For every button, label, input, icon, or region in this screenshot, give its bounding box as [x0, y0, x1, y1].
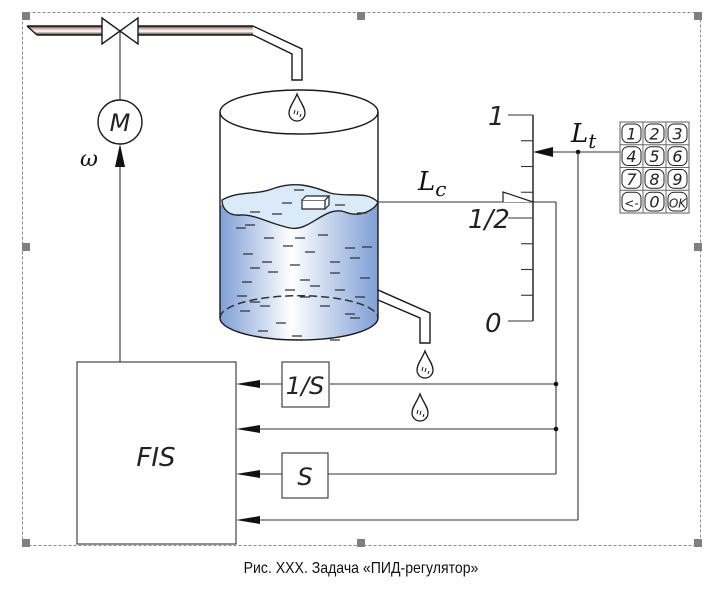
inflow-drop-icon: [288, 93, 306, 122]
keypad-key-label: 0: [649, 193, 659, 212]
keypad-key-label: 4: [626, 147, 636, 166]
keypad-key[interactable]: 5: [642, 144, 667, 168]
integrator-label: 1/S: [286, 372, 325, 400]
differentiator-block: S: [281, 452, 329, 499]
keypad-key-label: 5: [649, 147, 659, 166]
keypad-key-label: 8: [649, 170, 659, 189]
differentiator-label: S: [297, 463, 312, 491]
keypad-key-label: OK: [669, 197, 687, 211]
omega-label: ω: [80, 147, 98, 172]
fis-label: FIS: [136, 443, 175, 473]
figure-caption: Рис. XXX. Задача «ПИД-регулятор»: [243, 560, 479, 577]
signal-wires: [252, 152, 579, 521]
keypad-key[interactable]: 2: [642, 121, 667, 146]
keypad-key-label: 6: [672, 147, 682, 166]
selection-frame[interactable]: [22, 12, 702, 547]
outlet-pipe: [377, 289, 431, 344]
keypad-key-label: <-: [624, 197, 638, 211]
resize-handle-right[interactable]: [694, 243, 702, 251]
keypad-key[interactable]: 1: [619, 121, 644, 146]
keypad-key-label: 7: [626, 170, 637, 189]
target-level-label: Lt: [570, 119, 597, 153]
water-texture: [236, 189, 372, 341]
motor: M: [97, 99, 143, 145]
fis-block: FIS: [76, 361, 237, 545]
resize-handle-bottom-left[interactable]: [22, 539, 30, 547]
resize-handle-left[interactable]: [22, 243, 30, 251]
keypad-key[interactable]: 4: [619, 144, 644, 168]
level-scale: 1 1/2 0: [468, 102, 553, 339]
junction-dot: [553, 426, 559, 432]
scale-max-label: 1: [488, 102, 505, 132]
resize-handle-top-right[interactable]: [694, 12, 702, 20]
keypad-key[interactable]: 0: [642, 189, 667, 214]
integrator-block: 1/S: [281, 361, 330, 408]
keypad-key-label: 2: [649, 124, 659, 143]
junction-dot: [553, 381, 559, 387]
current-level-label: Lc: [417, 167, 446, 201]
keypad-key[interactable]: 9: [665, 167, 690, 191]
keypad-key[interactable]: 6: [665, 144, 690, 168]
resize-handle-top-left[interactable]: [22, 12, 30, 20]
keypad-key-label: 3: [672, 124, 682, 143]
keypad-key[interactable]: 8: [642, 167, 667, 191]
scale-mid-label: 1/2: [468, 205, 510, 235]
omega-arrow: [115, 144, 125, 167]
resize-handle-bottom[interactable]: [357, 539, 365, 547]
keypad-key-label: 1: [626, 124, 636, 143]
outflow-drop-icon: [416, 350, 434, 379]
derivative-drop-icon: [411, 393, 429, 422]
tank: [219, 89, 379, 341]
inlet-pipe: [26, 25, 303, 81]
current-level-pointer: [502, 191, 534, 203]
keypad-key[interactable]: OK: [665, 189, 690, 214]
resize-handle-top[interactable]: [357, 12, 365, 20]
motor-label: M: [110, 109, 131, 137]
valve-icon: [101, 16, 139, 46]
target-level-arrow: [533, 147, 553, 157]
keypad-key-label: 9: [672, 170, 682, 189]
keypad-key[interactable]: 3: [665, 121, 690, 146]
scale-min-label: 0: [485, 309, 502, 339]
float: [301, 195, 331, 210]
keypad-key[interactable]: 7: [619, 167, 644, 191]
resize-handle-bottom-right[interactable]: [694, 539, 702, 547]
fis-input-arrows: [236, 380, 260, 524]
keypad-key[interactable]: <-: [619, 189, 644, 214]
